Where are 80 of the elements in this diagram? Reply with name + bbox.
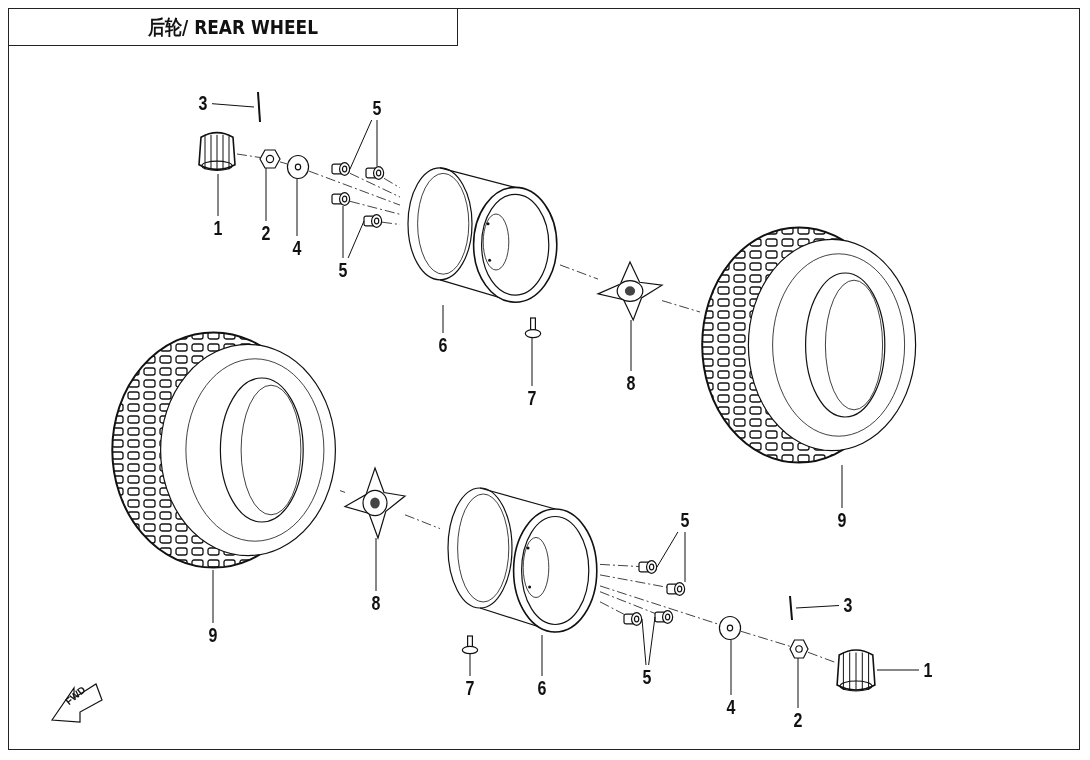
hub-drawing [345, 468, 405, 538]
leader-line [349, 119, 373, 170]
center-line [339, 490, 346, 493]
leader-line [648, 616, 656, 666]
callout-number: 9 [205, 623, 221, 647]
callout-number: 5 [335, 258, 351, 282]
callout-number: 5 [369, 96, 385, 120]
callout-number: 8 [623, 371, 639, 395]
leader-line [684, 531, 686, 583]
leader-line [841, 464, 843, 509]
center-line [740, 630, 791, 647]
callout-number: 9 [834, 508, 850, 532]
lug-nut-drawing [655, 610, 673, 624]
title-text: 后轮/ REAR WHEEL [147, 13, 318, 41]
leader-line [469, 653, 471, 677]
leader-line [630, 319, 632, 372]
callout-number: 3 [840, 593, 856, 617]
castle-nut-drawing [260, 150, 280, 168]
center-line [599, 591, 656, 614]
center-line [599, 564, 640, 567]
cotter-pin-drawing [786, 596, 796, 620]
center-line [599, 601, 625, 615]
callout-number: 1 [920, 658, 936, 682]
center-line [236, 153, 261, 158]
leader-line [375, 537, 377, 592]
callout-number: 7 [524, 386, 540, 410]
washer-drawing [287, 155, 309, 179]
lug-nut-drawing [366, 166, 384, 180]
leader-line [342, 205, 344, 259]
hub-drawing [598, 262, 662, 320]
center-line [559, 264, 599, 280]
leader-line [641, 618, 647, 666]
lug-nut-drawing [332, 192, 350, 206]
leader-line [656, 531, 679, 568]
callout-number: 4 [289, 236, 305, 260]
cotter-pin-drawing [254, 92, 264, 122]
bolt-drawing [525, 318, 541, 338]
bolt-drawing [462, 636, 478, 654]
center-line [383, 177, 401, 189]
callout-number: 5 [677, 508, 693, 532]
center-line [404, 514, 441, 529]
leader-line [797, 657, 799, 709]
center-line [308, 170, 401, 206]
castle-nut-drawing [790, 640, 808, 658]
callout-number: 1 [210, 216, 226, 240]
center-line [807, 651, 836, 663]
leader-line [876, 669, 920, 671]
leader-line [730, 639, 732, 696]
leader-line [347, 220, 365, 259]
lug-nut-drawing [332, 162, 350, 176]
callout-number: 4 [723, 695, 739, 719]
lug-nut-drawing [364, 214, 382, 228]
center-line [599, 574, 668, 588]
leader-line [442, 304, 444, 334]
leader-line [795, 605, 840, 609]
center-line [279, 161, 288, 165]
callout-number: 7 [462, 676, 478, 700]
callout-number: 5 [639, 665, 655, 689]
callout-number: 6 [435, 333, 451, 357]
callout-number: 3 [195, 91, 211, 115]
center-line [349, 200, 401, 215]
leader-line [212, 569, 214, 624]
lug-nut-drawing [624, 612, 642, 626]
leader-line [296, 178, 298, 237]
callout-number: 8 [368, 591, 384, 615]
leader-line [531, 337, 533, 387]
callout-number: 2 [790, 708, 806, 732]
leader-line [211, 103, 255, 108]
leader-line [541, 634, 543, 677]
center-line [599, 585, 720, 625]
lug-nut-drawing [639, 560, 657, 574]
callout-number: 2 [258, 221, 274, 245]
center-line [349, 172, 401, 198]
leader-line [217, 173, 219, 217]
leader-line [265, 167, 267, 222]
center-line [661, 300, 701, 313]
callout-number: 6 [534, 676, 550, 700]
washer-drawing [719, 616, 741, 640]
leader-line [376, 119, 378, 167]
lug-nut-drawing [667, 582, 685, 596]
